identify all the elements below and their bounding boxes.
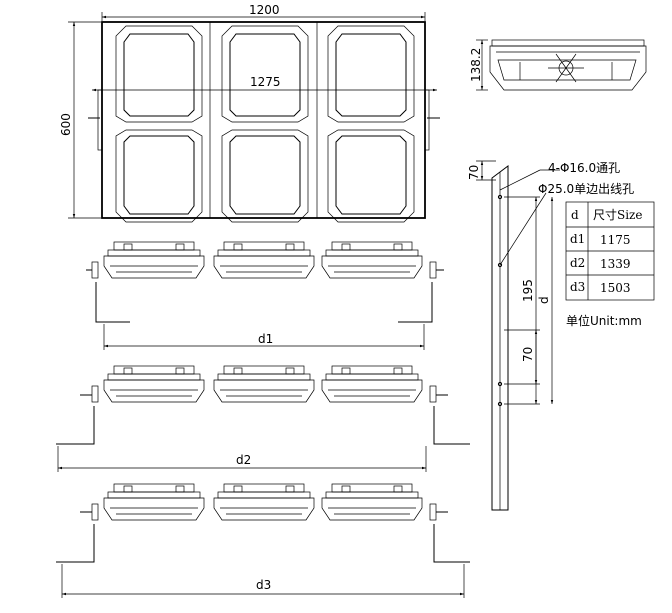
- table-cell: d1: [570, 232, 585, 246]
- dim-195-label: 195: [521, 279, 535, 302]
- size-table: d 尺寸Size d1 1175 d2 1339 d3 1503: [565, 201, 655, 301]
- table-cell: d3: [570, 280, 585, 294]
- unit-note: 单位Unit:mm: [566, 313, 642, 328]
- table-cell: 1175: [600, 233, 631, 247]
- top-side-view: 138.2: [469, 39, 647, 91]
- front-view: [88, 21, 440, 223]
- mounting-bracket: 70 195 70 d: [467, 160, 560, 511]
- side-view-d1: d1: [86, 241, 444, 350]
- note-holes-16: 4-Φ16.0通孔: [548, 161, 620, 175]
- side-view-d2: d2: [56, 365, 470, 472]
- dim-70-bottom-label: 70: [521, 347, 535, 362]
- dim-1275: 1275: [92, 75, 437, 92]
- table-cell: d2: [570, 256, 585, 270]
- table-header-d: d: [571, 208, 579, 222]
- table-header-size: 尺寸Size: [593, 208, 642, 222]
- dim-d3-label: d3: [256, 578, 271, 592]
- table-cell: 1339: [600, 257, 631, 271]
- dim-d2-label: d2: [236, 453, 251, 467]
- dim-1200-label: 1200: [249, 3, 280, 17]
- dim-d1-label: d1: [258, 332, 273, 346]
- side-view-d3: d3: [56, 483, 470, 598]
- dim-1200: 1200: [101, 3, 426, 21]
- dim-600-label: 600: [59, 113, 73, 136]
- dim-138-label: 138.2: [469, 48, 483, 82]
- dim-d-label: d: [537, 296, 551, 304]
- dim-70-top-label: 70: [467, 165, 481, 180]
- dim-600: 600: [59, 21, 101, 219]
- table-cell: 1503: [600, 281, 631, 295]
- note-hole-25: Φ25.0单边出线孔: [538, 182, 634, 196]
- dim-1275-label: 1275: [250, 75, 281, 89]
